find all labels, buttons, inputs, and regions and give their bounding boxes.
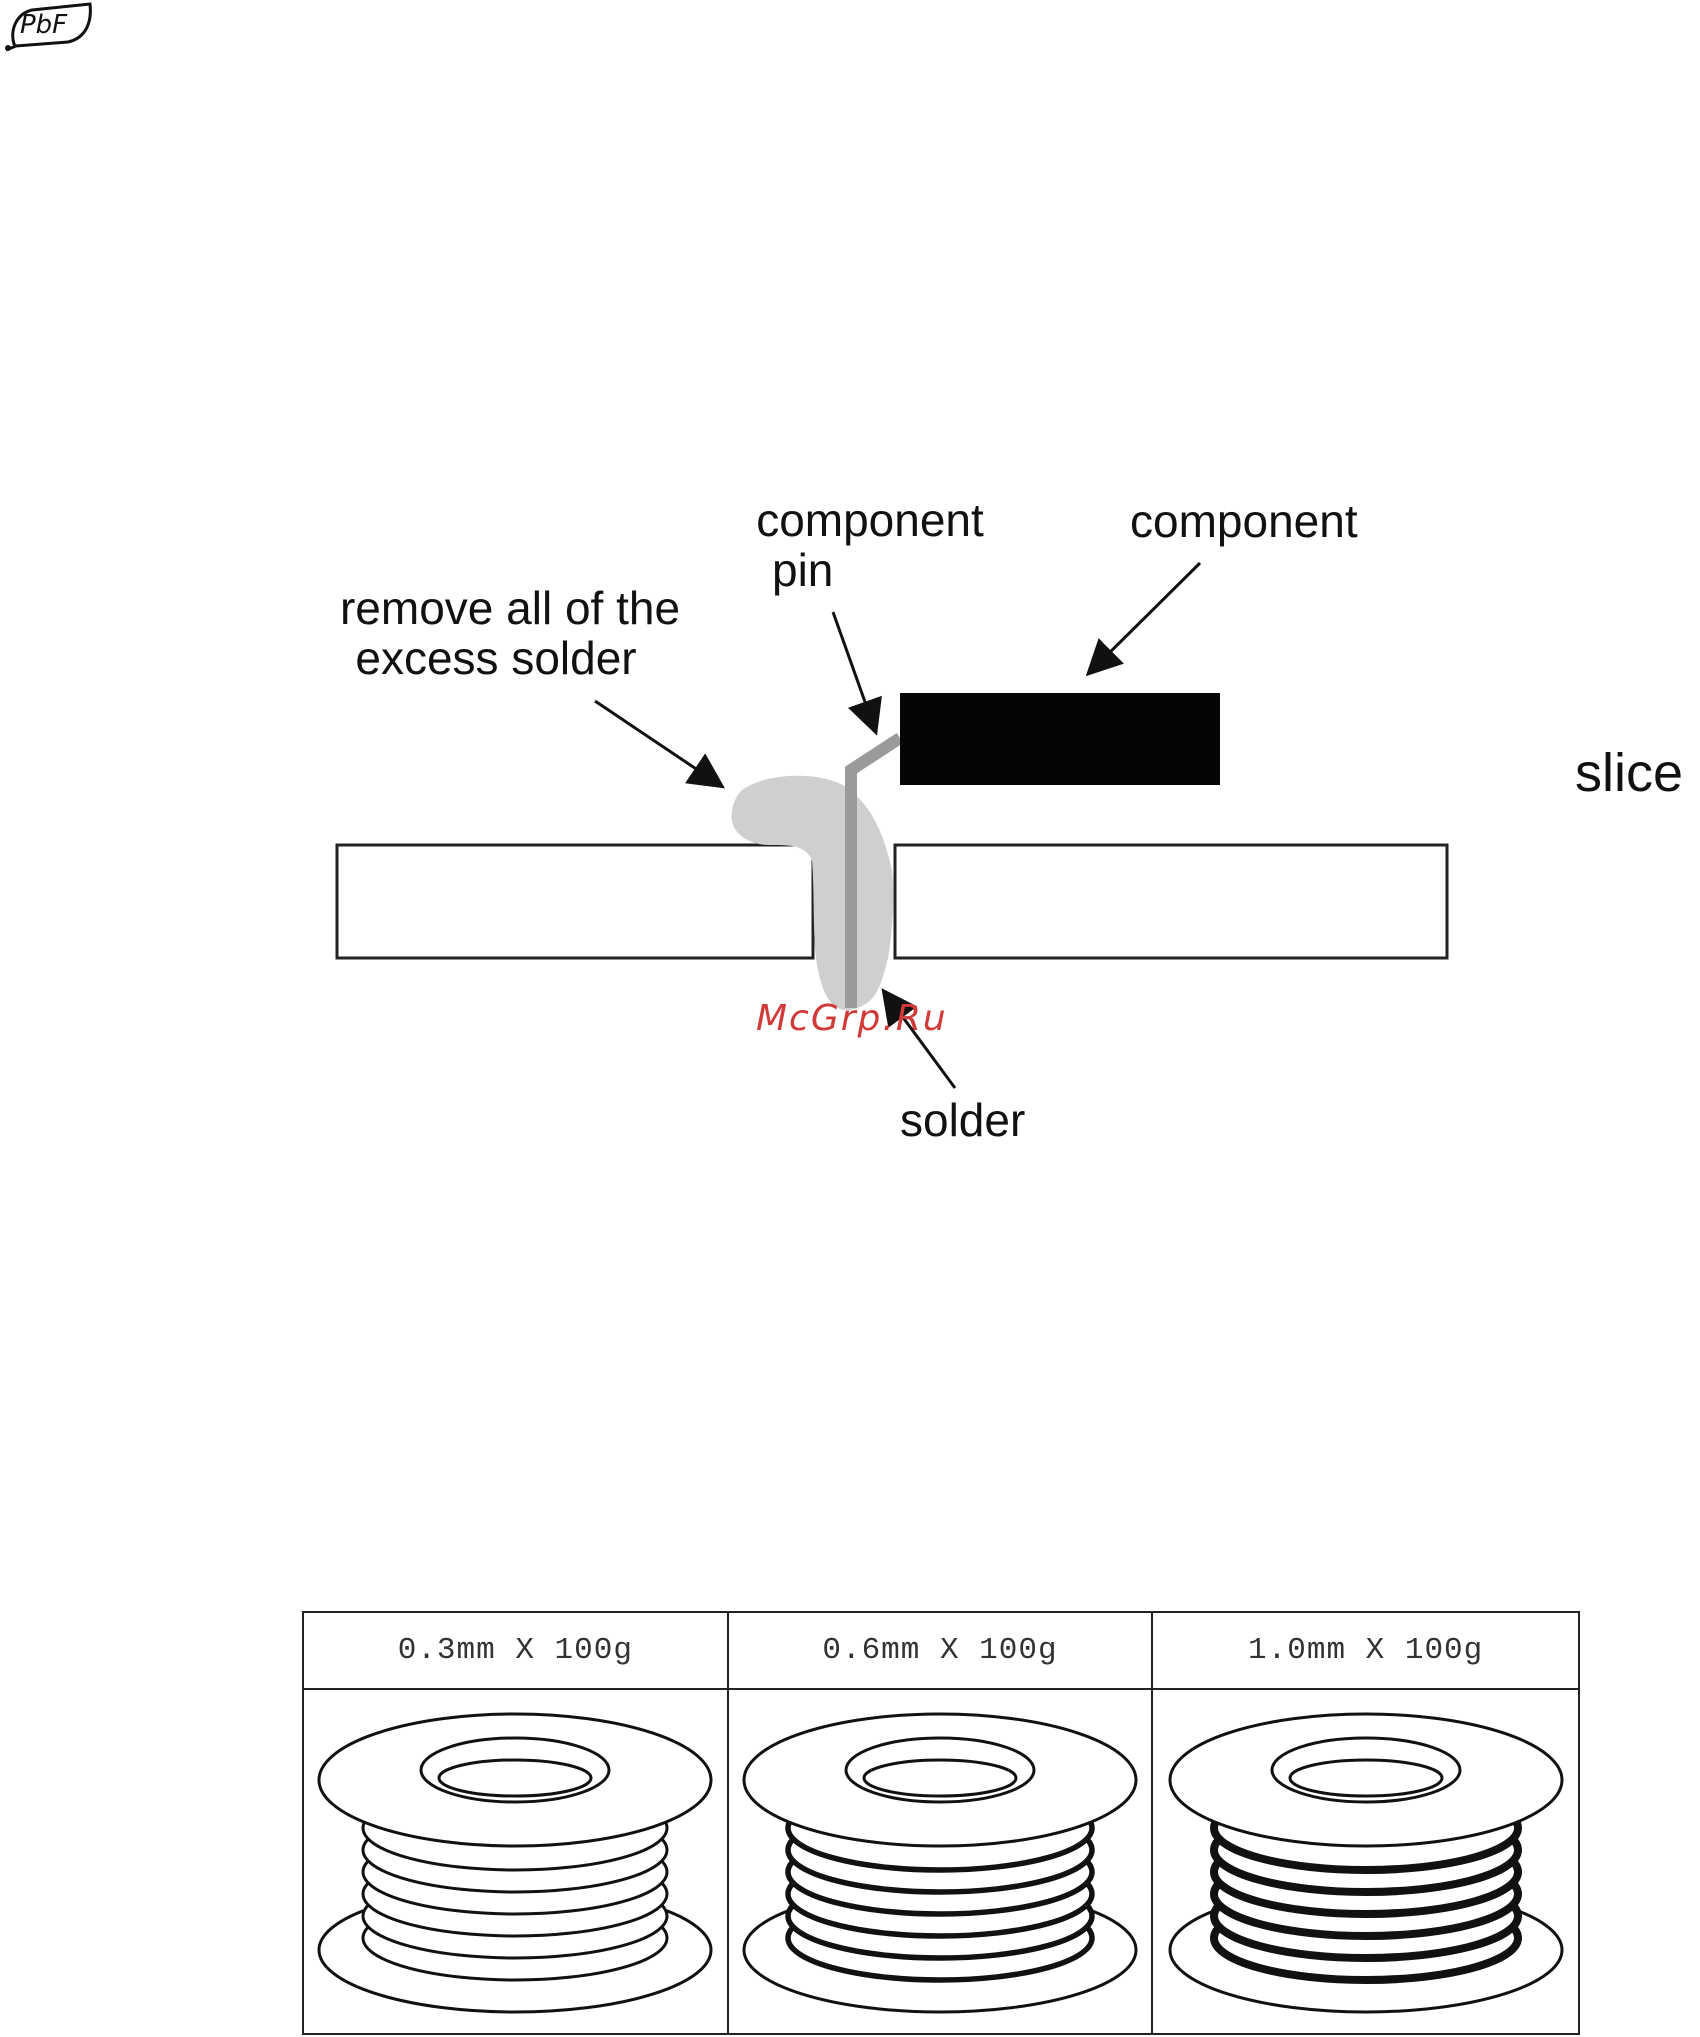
table-spool-cell: [1153, 1690, 1578, 2033]
slice-label: slice: [1575, 748, 1683, 798]
spool-hole-inner: [439, 1760, 591, 1796]
pcb-board-right: [895, 845, 1447, 958]
table-header-cell: 0.3mm X 100g: [304, 1613, 729, 1690]
table-header-cell: 0.6mm X 100g: [729, 1613, 1154, 1690]
pcb-board-left: [337, 845, 813, 958]
table-spool-cell: [729, 1690, 1154, 2033]
component-pin-label-line2: pin: [720, 545, 1020, 595]
solder-spool-thick-icon: [1166, 1702, 1566, 2022]
component-arrow: [1090, 563, 1200, 672]
component-pin-label-line1: component: [720, 495, 1020, 545]
spool-hole-inner: [864, 1760, 1016, 1796]
component-label: component: [1130, 496, 1358, 546]
component-pin-arrow: [833, 612, 875, 730]
solder-spool-medium-icon: [740, 1702, 1140, 2022]
solder-spool-thin-icon: [315, 1702, 715, 2022]
table-header-cell: 1.0mm X 100g: [1153, 1613, 1578, 1690]
remove-excess-solder-label: remove all of the excess solder: [310, 583, 710, 683]
remove-label-line2: excess solder: [310, 633, 710, 683]
component-body: [900, 693, 1220, 785]
excess-solder-arrow: [595, 701, 720, 785]
solder-label: solder: [900, 1095, 1025, 1145]
table-spool-cell: [304, 1690, 729, 2033]
remove-label-line1: remove all of the: [310, 583, 710, 633]
watermark: McGrp.Ru: [756, 998, 948, 1039]
solder-wire-table: 0.3mm X 100g 0.6mm X 100g 1.0mm X 100g: [302, 1611, 1580, 2035]
spool-hole-inner: [1290, 1760, 1442, 1796]
component-pin-label: component pin: [720, 495, 1020, 595]
